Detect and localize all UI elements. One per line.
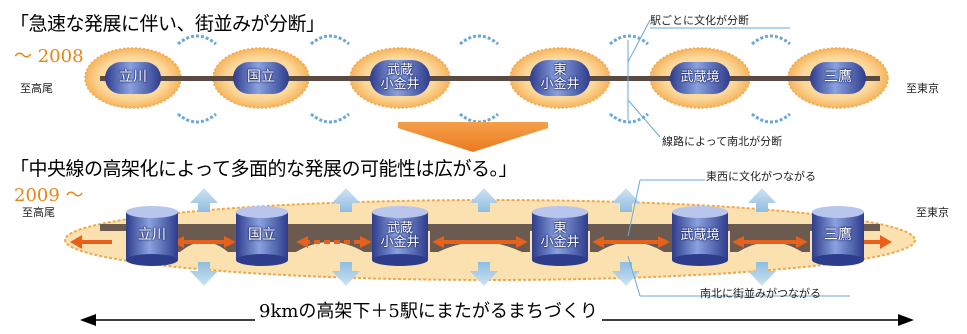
top-callout-tracks-line [627, 99, 661, 138]
bottom-note-streets: 南北に街並みがつながる [700, 287, 821, 300]
bottom-era-label: 2009 ～ [14, 185, 84, 206]
top-east-label: 至東京 [906, 82, 939, 95]
bottom-station-cylinders [126, 206, 864, 266]
top-era-label: ～ 2008 [14, 46, 84, 67]
bottom-east-label: 至東京 [916, 206, 949, 219]
top-west-label: 至高尾 [20, 82, 53, 95]
top-note-culture: 駅ごとに文化が分断 [650, 14, 749, 27]
top-heading: 「急速な発展に伴い、街並みが分断」 [10, 13, 325, 35]
top-station-pills [105, 60, 866, 96]
bottom-callout-culture-line [627, 179, 641, 237]
top-station-label: 武蔵境 [680, 70, 720, 85]
transition-arrow [398, 122, 548, 152]
bottom-station-label: 武蔵境 [680, 228, 720, 243]
bottom-vertical-arrows [190, 188, 776, 286]
bottom-station-label: 国立 [248, 227, 276, 243]
top-note-tracks: 線路によって南北が分断 [662, 135, 783, 148]
bottom-west-label: 至高尾 [22, 206, 55, 219]
bottom-station-label: 東小金井 [540, 221, 580, 250]
bottom-heading: 「中央線の高架化によって多面的な発展の可能性は広がる。」 [10, 158, 517, 180]
top-station-label: 立川 [119, 69, 147, 85]
top-callout-culture-line [627, 19, 651, 63]
bottom-callout-streets-line [627, 255, 641, 297]
top-track [100, 76, 880, 81]
top-station-label: 東小金井 [540, 63, 580, 92]
span-label: 9kmの高架下＋5駅にまたがるまちづくり [255, 297, 602, 323]
bottom-note-culture: 東西に文化がつながる [706, 170, 816, 183]
bottom-station-label: 武蔵小金井 [380, 221, 420, 250]
top-station-label: 国立 [247, 69, 275, 85]
top-station-label: 武蔵小金井 [380, 63, 420, 92]
bottom-station-label: 立川 [138, 227, 166, 243]
top-station-label: 三鷹 [824, 69, 852, 85]
bottom-station-label: 三鷹 [824, 227, 852, 243]
